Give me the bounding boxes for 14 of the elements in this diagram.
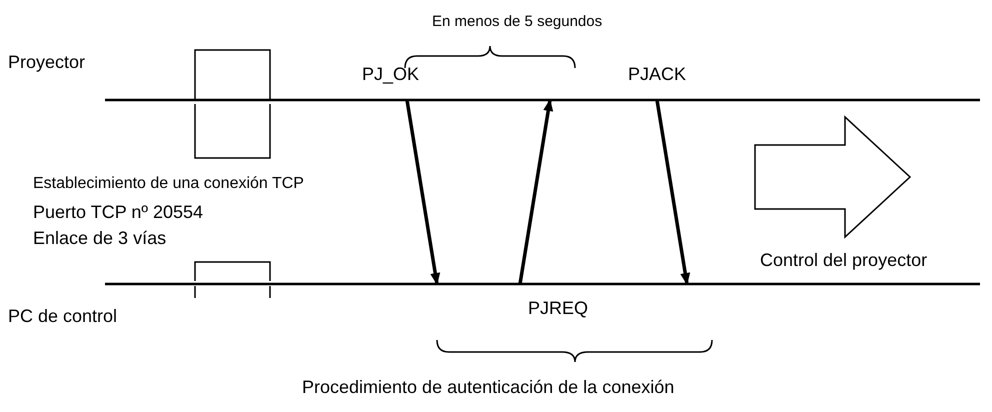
bracket-label: Procedimiento de autenticación de la conexión (302, 377, 674, 397)
lifeline-label: Proyector (8, 52, 86, 72)
note-text: Enlace de 3 vías (33, 228, 166, 248)
edge-label: PJ_OK (362, 64, 420, 84)
lifeline-label: PC de control (8, 306, 118, 326)
arrow-label: Control del proyector (760, 250, 928, 270)
edge-label: PJACK (628, 64, 686, 84)
bracket-label: En menos de 5 segundos (432, 12, 602, 32)
edge-label: PJREQ (528, 298, 588, 318)
arrow (405, 100, 440, 285)
note-text: Establecimiento de una conexión TCP (33, 174, 304, 194)
note-text: Puerto TCP nº 20554 (33, 202, 204, 222)
arrow (655, 100, 690, 285)
arrow (518, 99, 554, 284)
